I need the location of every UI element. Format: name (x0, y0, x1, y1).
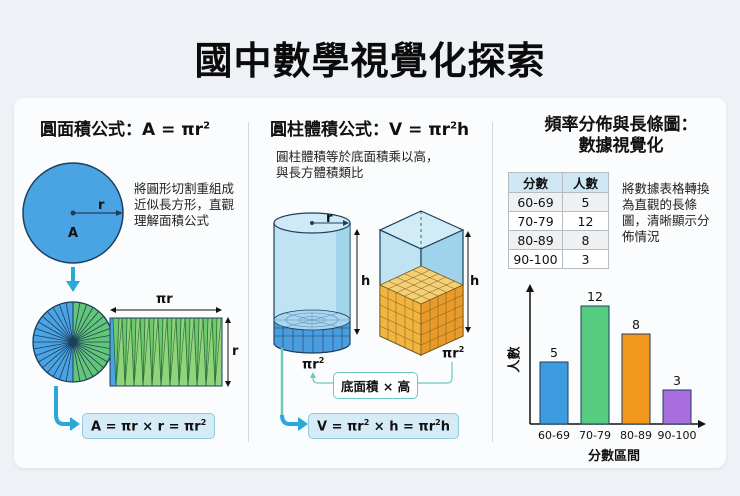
cylinder-panel-title: 圓柱體積公式：V = πr2h (270, 120, 470, 140)
frequency-table: 分數 人數 60-69 5 70-79 12 80-89 8 90-100 3 (508, 172, 609, 269)
table-row: 90-100 3 (508, 249, 609, 269)
area-label: A (68, 226, 79, 241)
base-times-height-label: 底面積 × 高 (333, 372, 419, 399)
histogram-panel-title: 頻率分佈與長條圖： 數據視覺化 (544, 115, 698, 156)
cylinder-base-label: πr2 (302, 356, 325, 373)
y-axis-title: 人數 (507, 346, 523, 373)
bar-value-label: 8 (632, 317, 640, 332)
x-tick-label: 60-69 (538, 429, 570, 442)
x-tick-label: 70-79 (579, 429, 611, 442)
pir-label: πr (156, 292, 173, 307)
sector-rectangle (109, 317, 223, 387)
cylinder-description: 圓柱體積等於底面積乘以高， 與長方體積類比 (276, 149, 439, 180)
circle-formula: A = πr × r = πr2 (82, 413, 216, 440)
cylinder-formula: V = πr2 × h = πr2h (308, 413, 459, 440)
x-tick-label: 90-100 (657, 429, 697, 442)
table-row: 60-69 5 (508, 192, 609, 212)
cylinder-height-label: h (361, 274, 371, 289)
bar-90-100 (662, 389, 692, 425)
bar-value-label: 12 (587, 289, 603, 304)
bar-60-69 (539, 361, 569, 425)
prism-base-label: πr2 (442, 345, 465, 362)
cylinder-radius-label: r (326, 211, 333, 226)
bar-value-label: 3 (673, 373, 681, 388)
x-tick-label: 80-89 (620, 429, 652, 442)
rect-r-label: r (232, 344, 239, 359)
circle-panel-title: 圓面積公式：A = πr2 (40, 120, 211, 140)
bar-70-79 (580, 305, 610, 425)
divider-left (248, 122, 249, 442)
circle-description: 將圓形切割重組成近似長方形，直觀理解面積公式 (134, 181, 235, 228)
divider-right (492, 122, 493, 442)
prism-height-label: h (470, 274, 480, 289)
histogram-description: 將數據表格轉換為直觀的長條圖，清晰顯示分佈情況 (622, 181, 710, 244)
page-title: 國中數學視覺化探索 (194, 39, 546, 83)
table-row: 80-89 8 (508, 230, 609, 250)
sectored-circle (32, 301, 114, 383)
bar-value-label: 5 (550, 345, 558, 360)
table-row: 70-79 12 (508, 211, 609, 231)
table-header-count: 人數 (562, 172, 609, 193)
x-axis-title: 分數區間 (588, 449, 641, 464)
bar-80-89 (621, 333, 651, 425)
radius-label: r (98, 198, 105, 213)
